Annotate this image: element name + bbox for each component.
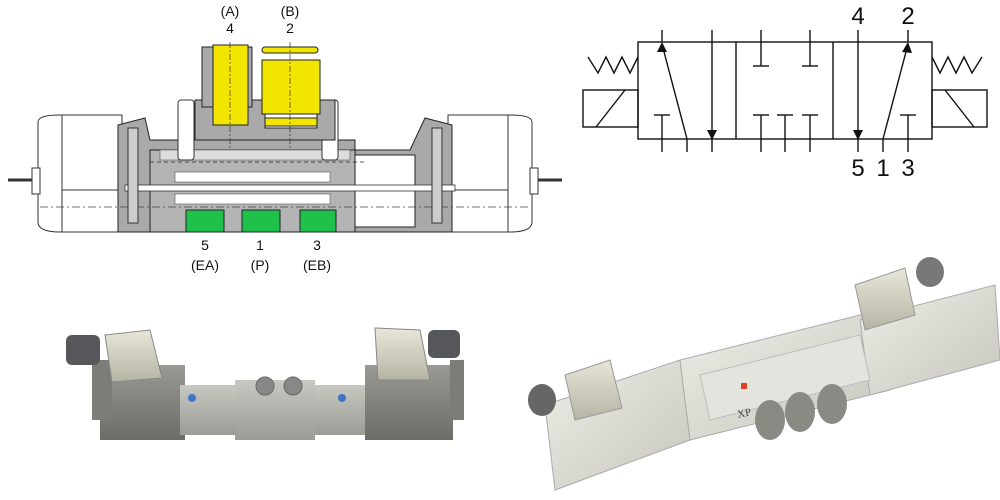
right-solenoid-icon xyxy=(931,89,988,128)
outlet-fitting-a xyxy=(201,42,253,150)
valve-photo-front xyxy=(66,327,464,440)
valve-photo-angled: XP xyxy=(528,257,1000,491)
port-b-letter: (B) xyxy=(281,3,300,19)
valve-cross-section: (A) 4 (B) 2 5 (EA) 1 (P) 3 (EB) xyxy=(8,3,562,273)
symbol-label-3: 3 xyxy=(901,155,914,182)
valve-body xyxy=(40,99,530,233)
port-5-letter: (EA) xyxy=(191,257,219,273)
inlet-port-5 xyxy=(185,209,225,233)
symbol-label-4: 4 xyxy=(851,3,864,30)
arrow-down-icon xyxy=(707,130,717,140)
port-3-letter: (EB) xyxy=(303,257,331,273)
left-solenoid-icon xyxy=(582,89,639,128)
valve-marking: XP xyxy=(736,406,752,421)
symbol-label-5: 5 xyxy=(851,155,864,182)
inlet-port-1 xyxy=(241,209,281,233)
port-a-letter: (A) xyxy=(221,3,240,19)
port-1-number: 1 xyxy=(256,237,264,253)
arrow-down-icon xyxy=(853,130,863,140)
inlet-port-3 xyxy=(299,209,337,233)
arrow-up-icon xyxy=(902,42,912,53)
right-solenoid-housing xyxy=(447,114,562,233)
port-b-number: 2 xyxy=(286,20,294,36)
port-a-number: 4 xyxy=(226,20,234,36)
valve-symbol: 4 2 5 1 3 xyxy=(582,3,988,182)
right-spring-icon xyxy=(931,55,983,75)
left-spring-icon xyxy=(587,55,639,75)
port-3-number: 3 xyxy=(313,237,321,253)
arrow-up-icon xyxy=(657,42,667,52)
outlet-fitting-b xyxy=(261,42,321,150)
port-1-letter: (P) xyxy=(251,257,270,273)
symbol-label-1: 1 xyxy=(876,155,889,182)
port-5-number: 5 xyxy=(201,237,209,253)
symbol-label-2: 2 xyxy=(901,3,914,30)
